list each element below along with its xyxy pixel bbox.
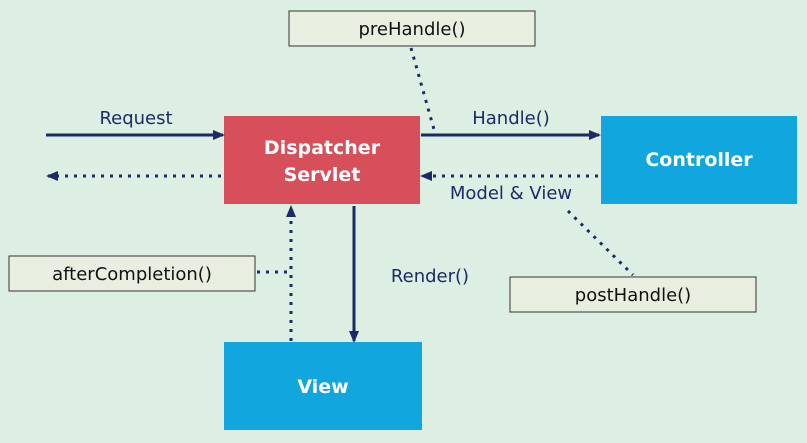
posthandle-note: postHandle() — [509, 276, 757, 313]
aftercompletion-note: afterCompletion() — [8, 255, 256, 292]
controller-box — [601, 116, 797, 204]
aftercompletion-note-box — [8, 255, 256, 292]
controller-label: Controller — [645, 149, 753, 171]
dispatcher-servlet-node: Dispatcher Servlet — [224, 116, 420, 204]
dispatcher-servlet-label-line1: Dispatcher — [264, 137, 381, 159]
prehandle-note-label: preHandle() — [358, 19, 465, 40]
prehandle-note: preHandle() — [288, 10, 536, 47]
dispatcher-servlet-label-line2: Servlet — [284, 164, 361, 186]
posthandle-note-box — [509, 276, 757, 313]
view-box — [224, 342, 422, 430]
aftercompletion-note-label: afterCompletion() — [52, 264, 212, 285]
dispatcher-servlet-box — [224, 116, 420, 204]
render-label: Render() — [391, 266, 469, 287]
request-label: Request — [99, 108, 172, 129]
prehandle-note-box — [288, 10, 536, 47]
posthandle-note-label: postHandle() — [575, 285, 691, 306]
handle-label: Handle() — [472, 108, 550, 129]
posthandle-connector — [566, 209, 635, 277]
prehandle-connector — [409, 47, 437, 134]
view-label: View — [297, 376, 348, 398]
model-view-label: Model & View — [450, 183, 572, 204]
controller-node: Controller — [601, 116, 797, 204]
view-node: View — [224, 342, 422, 430]
